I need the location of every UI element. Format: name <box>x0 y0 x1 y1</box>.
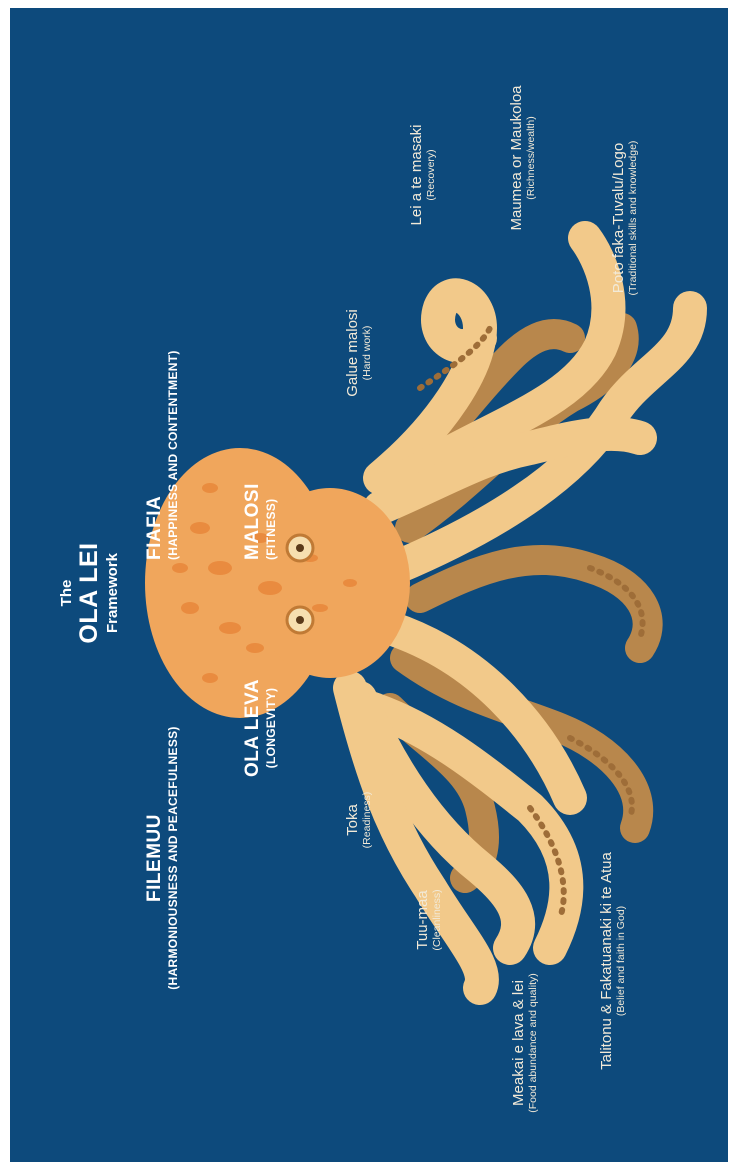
label-name: Talitonu & Fakatuanaki ki te Atua <box>598 816 615 1106</box>
label-poto: Poto faka-Tuvalu/Logo (Traditional skill… <box>610 103 639 333</box>
label-name: Maumea or Maukoloa <box>508 68 525 248</box>
label-tuu-maa: Tuu-maa (Cleanliness) <box>414 870 443 970</box>
label-desc: (Belief and faith in God) <box>615 816 627 1106</box>
pillar-name: FIAFIA <box>144 350 166 560</box>
framework-title: The OLA LEI Framework <box>58 518 121 668</box>
label-name: Tuu-maa <box>414 870 431 970</box>
label-talitonu: Talitonu & Fakatuanaki ki te Atua (Belie… <box>598 816 627 1106</box>
label-desc: (Recovery) <box>425 110 437 240</box>
pillar-name: FILEMUU <box>144 688 166 1028</box>
label-desc: (Readiness) <box>361 780 373 860</box>
pillar-malosi: MALOSI (FITNESS) <box>242 483 278 560</box>
label-name: Meakai e lava & lei <box>510 948 527 1138</box>
label-desc: (Richness/wealth) <box>525 68 537 248</box>
label-desc: (Food abundance and quality) <box>527 948 539 1138</box>
label-galue-malosi: Galue malosi (Hard work) <box>344 298 373 408</box>
label-maumea: Maumea or Maukoloa (Richness/wealth) <box>508 68 537 248</box>
pillar-fiafia: FIAFIA (HAPPINESS AND CONTENTMENT) <box>144 350 180 560</box>
label-name: Galue malosi <box>344 298 361 408</box>
label-desc: (Traditional skills and knowledge) <box>627 103 639 333</box>
pillar-filemuu: FILEMUU (HARMONIOUSNESS AND PEACEFULNESS… <box>144 688 180 1028</box>
label-desc: (Hard work) <box>361 298 373 408</box>
title-line-2: OLA LEI <box>75 518 104 668</box>
pillar-desc: (LONGEVITY) <box>264 668 278 788</box>
pillar-desc: (HAPPINESS AND CONTENTMENT) <box>166 350 180 560</box>
title-line-3: Framework <box>104 518 121 668</box>
pillar-desc: (HARMONIOUSNESS AND PEACEFULNESS) <box>166 688 180 1028</box>
label-name: Poto faka-Tuvalu/Logo <box>610 103 627 333</box>
pillar-name: MALOSI <box>242 483 264 560</box>
pillar-ola-leva: OLA LEVA (LONGEVITY) <box>242 668 278 788</box>
label-name: Lei a te masaki <box>408 110 425 240</box>
label-name: Toka <box>344 780 361 860</box>
label-toka: Toka (Readiness) <box>344 780 373 860</box>
label-meakai: Meakai e lava & lei (Food abundance and … <box>510 948 539 1138</box>
label-lei-a-te-masaki: Lei a te masaki (Recovery) <box>408 110 437 240</box>
pillar-name: OLA LEVA <box>242 668 264 788</box>
pillar-desc: (FITNESS) <box>264 483 278 560</box>
title-line-1: The <box>58 518 75 668</box>
framework-panel: The OLA LEI Framework FILEMUU (HARMONIOU… <box>10 8 728 1162</box>
label-desc: (Cleanliness) <box>431 870 443 970</box>
